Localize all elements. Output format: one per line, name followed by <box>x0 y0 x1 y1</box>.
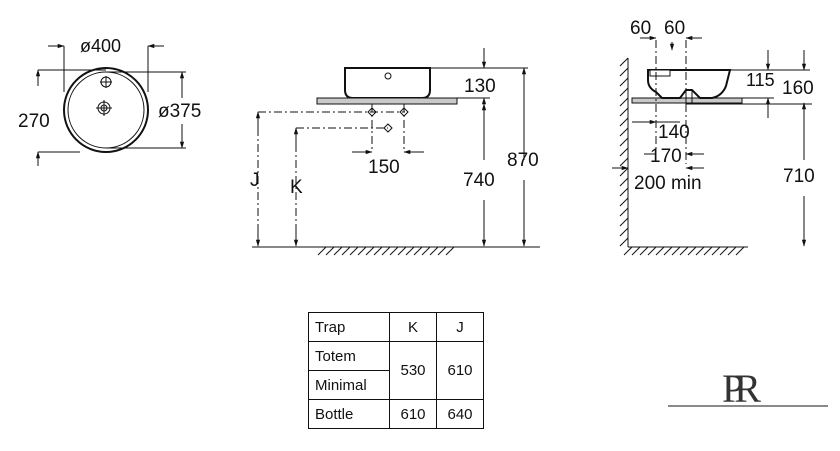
header-j: J <box>436 312 484 342</box>
header-trap: Trap <box>308 312 390 342</box>
trap-j-value: 610 <box>436 341 484 400</box>
table-header-row: Trap K J <box>308 312 484 342</box>
trap-j-value: 640 <box>436 399 484 429</box>
dim-rim-60-b: 60 <box>664 18 685 39</box>
dim-bowl-130: 130 <box>464 76 496 97</box>
dim-diameter-375: ø375 <box>158 101 201 122</box>
front-floor-hatch <box>317 246 455 256</box>
side-countertop <box>631 97 743 104</box>
dim-diameter-400: ø400 <box>80 36 121 56</box>
label-k: K <box>290 177 303 198</box>
dim-counter-710: 710 <box>783 166 815 187</box>
top-view: ø400 270 ø375 <box>18 36 201 166</box>
side-wall-hatch <box>619 57 629 247</box>
trap-table: Trap K J Totem 530 610 Minimal Bottle 61… <box>308 312 484 429</box>
label-j: J <box>250 170 260 191</box>
dim-offset-140: 140 <box>658 122 690 143</box>
front-basin-body <box>344 67 431 99</box>
trap-name: Minimal <box>308 370 390 400</box>
trap-name: Totem <box>308 341 390 371</box>
logo-text: PR <box>722 366 761 410</box>
trap-name: Bottle <box>308 399 390 429</box>
side-floor-hatch <box>623 246 745 256</box>
side-basin-profile <box>647 69 732 99</box>
front-view: J K 150 130 740 870 <box>250 48 540 256</box>
dim-depth-270: 270 <box>18 111 50 132</box>
dim-offset-170: 170 <box>650 146 682 167</box>
side-view: 60 60 115 160 140 170 200 min 710 <box>612 18 815 256</box>
trap-k-value: 530 <box>389 341 437 400</box>
dim-total-870: 870 <box>507 150 539 171</box>
dim-trap-offset-150: 150 <box>368 157 400 178</box>
table-row: Bottle 610 640 <box>308 399 484 429</box>
dim-height-160: 160 <box>782 78 814 99</box>
header-k: K <box>389 312 437 342</box>
dim-counter-740: 740 <box>463 170 495 191</box>
dim-min-200: 200 min <box>634 173 702 194</box>
trap-k-value: 610 <box>389 399 437 429</box>
table-row: Minimal <box>308 370 484 400</box>
table-row: Totem 530 610 <box>308 341 484 400</box>
basin-outer-circle <box>63 67 149 153</box>
dim-drop-115: 115 <box>746 70 775 90</box>
front-countertop <box>316 97 458 105</box>
brand-logo: PR <box>668 366 828 410</box>
dim-rim-60-a: 60 <box>630 18 651 39</box>
